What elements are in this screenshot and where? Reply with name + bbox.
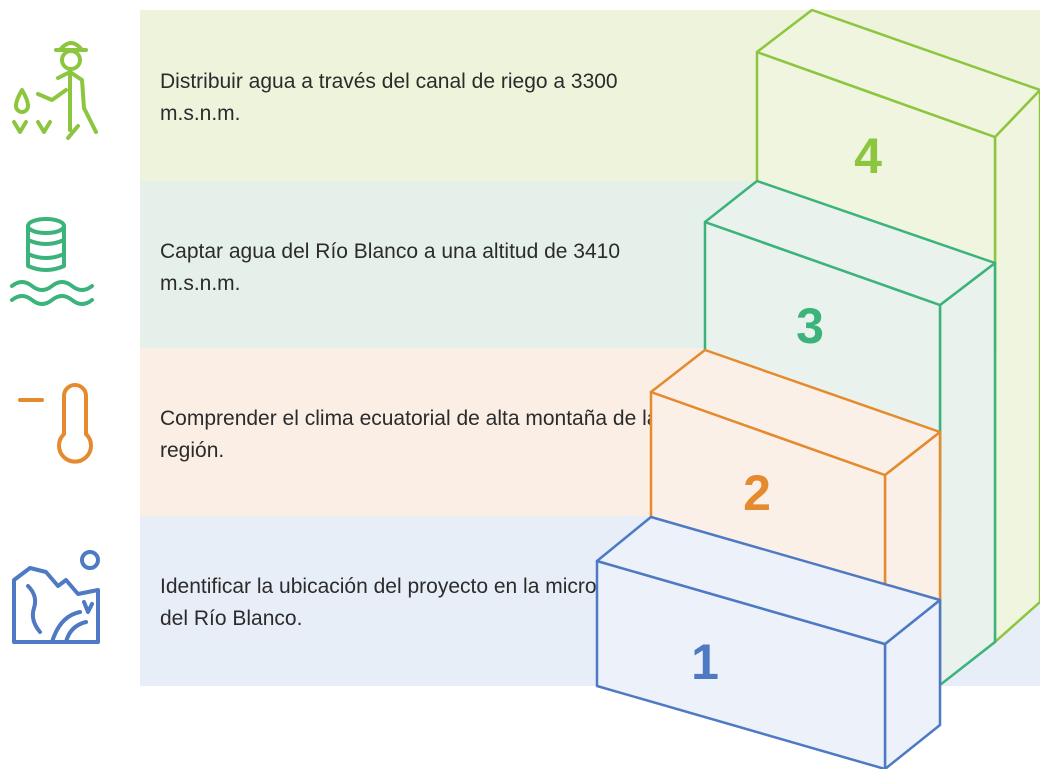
step-3-text: Captar agua del Río Blanco a una altitud… [160,240,621,295]
map-icon [12,550,100,644]
step-3-top-face [703,179,997,307]
step-2-top-face [649,348,942,477]
step-4-side-face [993,88,1040,644]
water-storage-icon [10,217,94,306]
step-3-side-face [938,261,997,687]
step-3-number: 3 [796,298,824,354]
step-1-top-face [595,515,942,646]
step-2-text: Comprender el clima ecuatorial de alta m… [160,407,659,462]
thermometer-icon [18,383,93,464]
step-1-text: Identificar la ubicación del proyecto en… [160,575,665,630]
step-2-number: 2 [743,465,771,521]
step-4-number: 4 [854,128,882,184]
farmer-irrigation-icon [12,41,98,140]
step-1-number: 1 [691,634,719,690]
step-4-text: Distribuir agua a través del canal de ri… [160,70,618,125]
step-4-top-face [755,8,1040,139]
step-1-block: 1 [595,515,942,769]
